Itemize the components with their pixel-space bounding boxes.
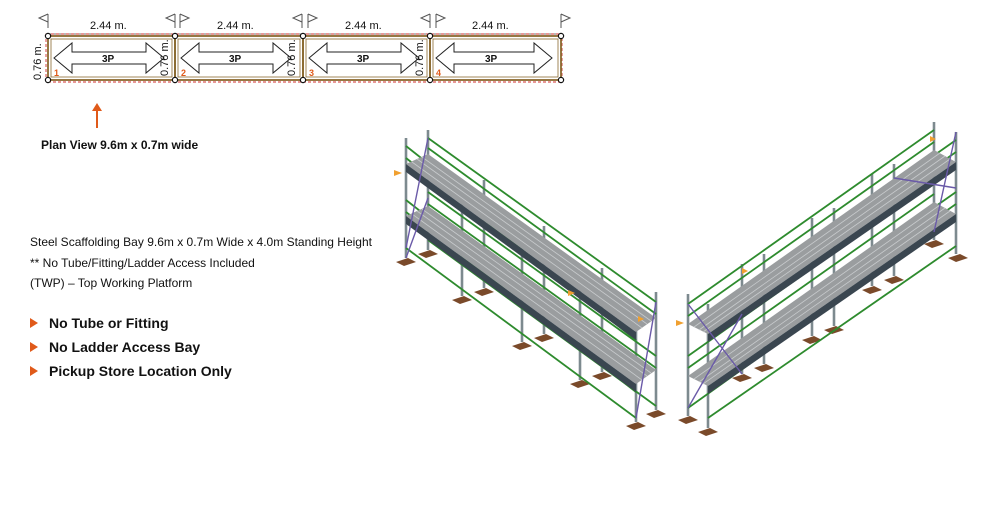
- bay-width-label: 2.44 m.: [90, 20, 127, 32]
- double-arrow-icon: [53, 41, 165, 75]
- feature-item: No Tube or Fitting: [30, 311, 232, 335]
- bay-number: 4: [436, 68, 441, 78]
- bay-width-label: 2.44 m.: [217, 20, 254, 32]
- triangle-bullet-icon: [30, 318, 38, 328]
- scaffold-iso-view-right: [676, 122, 968, 436]
- braces: [687, 131, 957, 409]
- flag-icons: [37, 13, 572, 28]
- bay-number: 2: [181, 68, 186, 78]
- platform-lower: [406, 206, 656, 392]
- bay-code-label: 3P: [102, 54, 115, 65]
- triangle-bullet-icon: [30, 342, 38, 352]
- feature-item: Pickup Store Location Only: [30, 359, 232, 383]
- bay-side-label: 0.76 m.: [414, 39, 426, 76]
- feature-label: No Ladder Access Bay: [49, 339, 201, 355]
- platform-upper: [406, 154, 656, 340]
- feature-label: Pickup Store Location Only: [49, 363, 232, 379]
- double-arrow-icon: [308, 41, 420, 75]
- plan-view-diagram: 2.44 m. 2.44 m. 2.44 m. 2.44 m. 0.76 m. …: [32, 13, 572, 84]
- base-plates: [396, 250, 666, 430]
- plan-view-caption: Plan View 9.6m x 0.7m wide: [41, 138, 199, 152]
- braces: [405, 137, 657, 419]
- description-line: Steel Scaffolding Bay 9.6m x 0.7m Wide x…: [30, 235, 372, 249]
- platform-upper: [688, 150, 956, 342]
- bay-code-label: 3P: [485, 54, 498, 65]
- bay-width-label: 2.44 m.: [472, 20, 509, 32]
- feature-label: No Tube or Fitting: [49, 315, 169, 331]
- flag-icons: [394, 170, 644, 322]
- description-line: (TWP) – Top Working Platform: [30, 276, 193, 290]
- flag-icons: [676, 136, 936, 326]
- bay-depth-label: 0.76 m.: [32, 43, 44, 80]
- double-arrow-icon: [180, 41, 292, 75]
- bay-number: 3: [309, 68, 314, 78]
- double-arrow-icon: [435, 41, 553, 75]
- scaffold-iso-view-left: [394, 130, 666, 430]
- description-line: ** No Tube/Fitting/Ladder Access Include…: [30, 255, 255, 270]
- bay-side-label: 0.76 m.: [286, 39, 298, 76]
- feature-list: No Tube or Fitting No Ladder Access Bay …: [30, 311, 232, 383]
- bay-4: [429, 35, 562, 81]
- bay-side-label: 0.76 m.: [159, 39, 171, 76]
- arrow-up-icon: [92, 103, 102, 128]
- bay-width-label: 2.44 m.: [345, 20, 382, 32]
- bay-code-label: 3P: [357, 54, 370, 65]
- bay-number: 1: [54, 68, 59, 78]
- bay-code-label: 3P: [229, 54, 242, 65]
- product-description: Steel Scaffolding Bay 9.6m x 0.7m Wide x…: [30, 232, 372, 294]
- platform-lower: [688, 202, 956, 394]
- standard-posts: [44, 32, 565, 84]
- feature-item: No Ladder Access Bay: [30, 335, 232, 359]
- triangle-bullet-icon: [30, 366, 38, 376]
